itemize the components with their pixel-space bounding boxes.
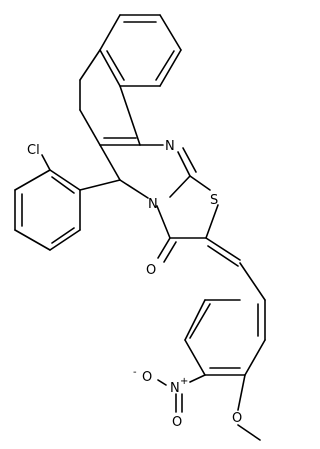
bond xyxy=(51,227,75,244)
bond xyxy=(205,237,241,261)
bond xyxy=(49,229,81,251)
bond xyxy=(163,241,177,263)
bond xyxy=(14,229,51,251)
bond xyxy=(189,374,206,383)
bond xyxy=(156,205,171,239)
nitro-oxygen-label: O xyxy=(172,415,182,430)
bond xyxy=(157,237,171,259)
bond xyxy=(237,424,261,441)
bond xyxy=(14,169,51,191)
nitro-charge-minus: - xyxy=(133,367,137,378)
bond xyxy=(159,49,182,87)
nitro-oxygen-label: O xyxy=(142,370,152,385)
bond xyxy=(51,176,75,194)
ring-nitrogen-label: N xyxy=(165,139,175,154)
bond xyxy=(207,245,239,267)
bond xyxy=(155,50,175,81)
bond xyxy=(79,109,101,146)
bond xyxy=(157,379,167,386)
carbonyl-oxygen-label: O xyxy=(146,263,156,278)
bond xyxy=(177,151,191,177)
bond xyxy=(99,49,121,87)
bond xyxy=(49,169,81,191)
bond xyxy=(244,339,266,376)
bond xyxy=(237,374,246,411)
bond xyxy=(41,154,51,171)
bond xyxy=(99,144,121,181)
ring-nitrogen-label: N xyxy=(148,197,158,212)
chlorine-atom-label: Cl xyxy=(27,143,40,158)
methoxy-oxygen-label: O xyxy=(232,411,242,426)
atom-labels: Cl N N S O O - N + O O xyxy=(27,139,242,430)
bond xyxy=(159,14,182,51)
nitro-charge-plus: + xyxy=(180,376,188,387)
bond xyxy=(79,49,101,81)
bond xyxy=(205,204,219,239)
molecule-structure: Cl N N S O O - N + O O xyxy=(14,14,266,441)
bond xyxy=(79,179,121,191)
nitro-nitrogen-label: N xyxy=(170,381,180,396)
bond xyxy=(184,339,206,376)
bond xyxy=(189,303,211,339)
bond xyxy=(119,85,141,146)
bond xyxy=(189,175,211,191)
bond xyxy=(99,14,121,51)
bonds xyxy=(14,14,266,441)
sulfur-atom-label: S xyxy=(210,193,218,208)
bond xyxy=(119,179,149,199)
bond xyxy=(184,299,206,341)
bond xyxy=(169,175,191,198)
bond xyxy=(239,262,266,301)
bond xyxy=(106,50,125,81)
bond xyxy=(182,147,197,173)
